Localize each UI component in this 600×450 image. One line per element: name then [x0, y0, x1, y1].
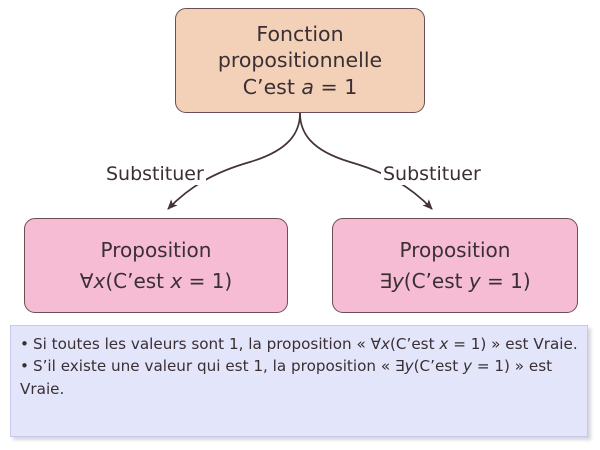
- note-bullet-2-text-b: = 1) » est Vraie.: [20, 357, 553, 398]
- function-node-line3-prefix: C’est: [242, 74, 302, 99]
- left-node-title: Proposition: [100, 238, 212, 262]
- arrow-left: [167, 112, 301, 210]
- explanation-note: •Si toutes les valeurs sont 1, la propos…: [10, 325, 588, 437]
- function-node-line3: C’est a = 1: [243, 74, 358, 101]
- note-bullet-1-text-a: Si toutes les valeurs sont 1, la proposi…: [32, 335, 371, 353]
- function-node-line3-suffix: = 1: [313, 74, 358, 99]
- left-node-formula-mid: (C’est: [105, 269, 171, 293]
- function-node-variable: a: [301, 74, 314, 99]
- arrow-right: [299, 112, 433, 210]
- right-node-formula-mid: (C’est: [403, 269, 469, 293]
- left-node-formula: ∀x(C’est x = 1): [80, 268, 232, 294]
- edge-label-substituer-right: Substituer: [381, 163, 483, 185]
- right-node-formula: ∃y(C’est y = 1): [379, 268, 530, 294]
- edge-label-substituer-left: Substituer: [104, 163, 206, 185]
- right-node-bound-variable: y: [391, 269, 404, 293]
- left-node-quantifier: ∀: [79, 269, 94, 293]
- right-node-quantifier: ∃: [379, 269, 392, 293]
- note-bullet-2-quantifier: ∃: [394, 357, 405, 376]
- propositional-function-node: Fonction propositionnelle C’est a = 1: [175, 8, 425, 113]
- note-bullet-2: •S’il existe une valeur qui est 1, la pr…: [20, 355, 578, 400]
- note-bullet-1: •Si toutes les valeurs sont 1, la propos…: [20, 333, 578, 355]
- note-bullet-2-variable: y: [463, 357, 472, 376]
- note-bullet-2-text-a: S’il existe une valeur qui est 1, la pro…: [32, 357, 395, 376]
- left-node-bound-variable: x: [93, 269, 106, 293]
- note-bullet-2-bound-variable: y: [404, 357, 414, 376]
- right-node-formula-suffix: = 1): [480, 269, 531, 293]
- note-bullet-1-text-b: = 1) » est Vraie.: [448, 335, 578, 353]
- right-node-variable: y: [468, 269, 481, 293]
- bullet-icon-1: •: [20, 335, 29, 353]
- note-bullet-1-variable: x: [439, 335, 449, 353]
- proposition-node-universal: Proposition ∀x(C’est x = 1): [24, 218, 288, 313]
- proposition-node-existential: Proposition ∃y(C’est y = 1): [332, 218, 578, 313]
- note-bullet-1-bound-variable: x: [380, 335, 390, 353]
- note-bullet-1-quantifier: ∀: [370, 335, 381, 353]
- note-bullet-1-mid: (C’est: [389, 335, 440, 353]
- function-node-line2: propositionnelle: [217, 48, 383, 73]
- right-node-title: Proposition: [399, 238, 511, 262]
- function-node-line1: Fonction: [256, 21, 344, 46]
- bullet-icon-2: •: [20, 357, 29, 376]
- left-node-formula-suffix: = 1): [182, 269, 233, 293]
- note-bullet-2-mid: (C’est: [413, 357, 463, 376]
- left-node-variable: x: [170, 269, 183, 293]
